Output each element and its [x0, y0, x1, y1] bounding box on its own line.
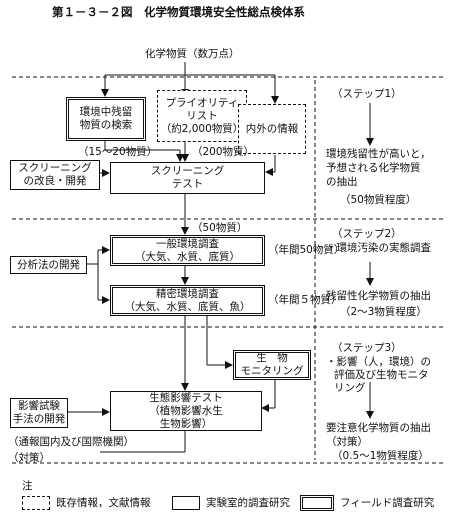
eco-effect-test-box: 生態影響テスト （植物影響水生 生物影響） [110, 391, 262, 431]
legend-dashed-label: 既存情報，文献情報 [56, 497, 151, 509]
bio-monitoring-box: 生 物 モニタリング [233, 350, 311, 380]
annual-5: （年間５物質） [268, 294, 342, 306]
step2-desc: ・環境汚染の実態調査 [326, 242, 431, 254]
step3-desc-3: リング [334, 382, 366, 394]
count-50: （50物質） [192, 222, 248, 234]
detailed-survey-box: 精密環境調査 （大気、水質、底質、魚） [110, 285, 265, 316]
action-countermeasure: （対策） [8, 452, 50, 464]
step3-desc-1: ・影響（人，環境）の [326, 356, 431, 368]
legend-dashed-swatch [22, 496, 50, 510]
step1-result-2: 予想される化学物質 [326, 162, 421, 174]
legend-double-label: フィールド調査研究 [340, 497, 435, 509]
step1-result-1: 環境残留性が高いと， [326, 148, 431, 160]
step3-desc-2: 評価及び生物モニタ [334, 369, 429, 381]
step3-result-1: 要注意化学物質の抽出 [326, 422, 431, 434]
diagram-title: 第１－３－２図 化学物質環境安全性総点検体系 [52, 5, 305, 19]
legend-solid-swatch [172, 496, 200, 510]
step1-title: （ステップ1） [332, 88, 402, 100]
step2-result-1: 残留性化学物質の抽出 [326, 290, 431, 302]
legend-double-swatch [300, 495, 334, 511]
count-15-20: （15～20物質） [78, 146, 158, 158]
top-label: 化学物質（数万点） [145, 48, 240, 60]
step3-title: （ステップ3） [332, 342, 402, 354]
step3-result-3: （0.5～1物質程度） [332, 450, 429, 462]
legend-solid-label: 実験室的調査研究 [206, 497, 290, 509]
screening-test-box: スクリーニング テスト [110, 162, 265, 194]
analysis-method-box: 分析法の開発 [10, 256, 87, 274]
annual-50: （年間50物質） [268, 244, 345, 256]
step1-result-4: （50物質程度） [340, 194, 417, 206]
step2-result-2: （2～3物質程度） [340, 306, 427, 318]
action-notice: （通報国内及び国際機関） [8, 436, 134, 448]
general-survey-box: 一般環境調査 （大気、水質、底質） [110, 235, 265, 266]
external-info-box: 内外の情報 [238, 104, 306, 154]
step1-result-3: の抽出 [326, 176, 358, 188]
residue-search-box: 環境中残留 物質の検索 [66, 97, 146, 141]
screening-improvement-box: スクリーニング の改良・開発 [10, 160, 100, 190]
legend-note: 注 [22, 480, 33, 492]
step3-result-2: （対策） [326, 436, 368, 448]
count-200: （200物質） [192, 146, 255, 158]
step2-title: （ステップ2） [332, 228, 402, 240]
priority-list-box: プライオリティ リスト （約2,000物質） [157, 90, 247, 142]
effect-method-box: 影響試験 手法の開発 [10, 398, 68, 428]
